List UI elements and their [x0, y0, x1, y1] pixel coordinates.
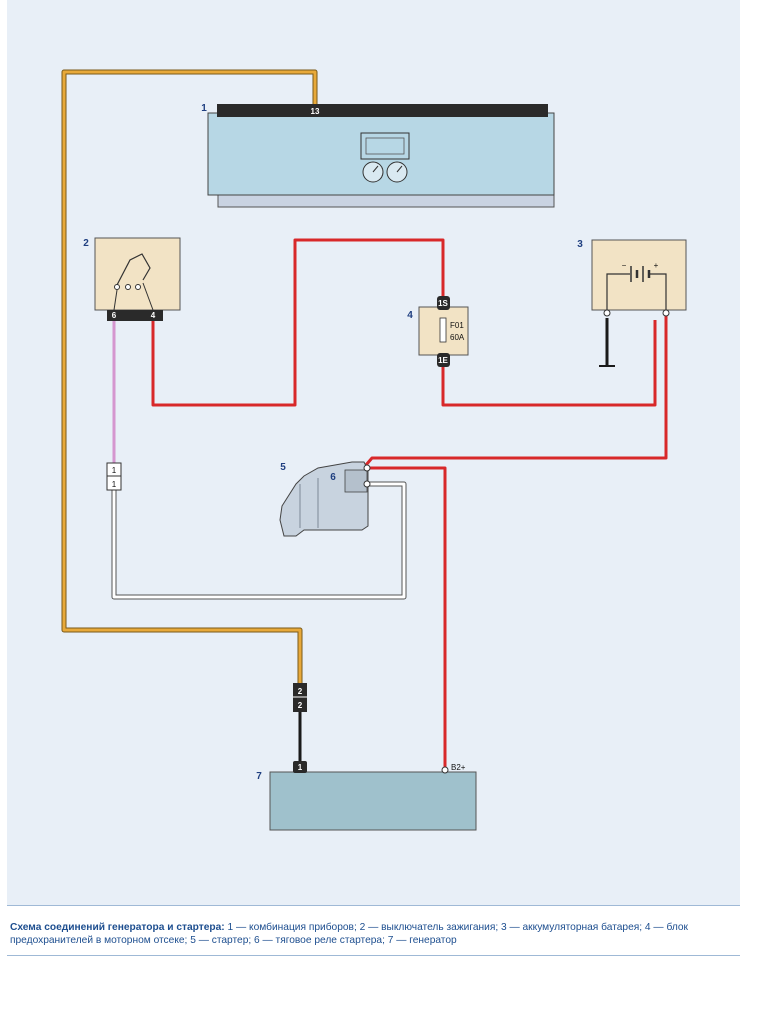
battery-minus: − — [622, 261, 627, 270]
caption-text: 1 — комбинация приборов; 2 — выключатель… — [10, 922, 688, 946]
red-wire-battery-starter — [364, 316, 668, 466]
generator — [269, 761, 477, 831]
connector-1-bottom: 1 — [112, 480, 117, 489]
fuse-name: F01 — [450, 321, 464, 330]
caption-rule-top — [7, 905, 740, 906]
label-4: 4 — [407, 310, 413, 321]
starter — [279, 461, 371, 537]
red-wire-ignition — [151, 238, 445, 407]
fuse-pin-top: 1S — [438, 299, 448, 308]
label-3: 3 — [577, 239, 583, 250]
caption-title: Схема соединений генератора и стартера: — [10, 922, 225, 933]
instrument-cluster — [207, 104, 555, 208]
red-wire-fuse-battery — [441, 320, 657, 407]
red-wire-starter-generator — [370, 466, 447, 767]
ignition-pin-4: 4 — [151, 311, 156, 320]
fuse-pin-bottom: 1E — [438, 356, 448, 365]
caption-rule-bottom — [7, 955, 740, 956]
connector-2-bottom: 2 — [298, 701, 303, 710]
white-wire — [111, 481, 407, 600]
fuse-rating: 60A — [450, 333, 465, 342]
label-5: 5 — [280, 462, 286, 473]
connector-1 — [106, 462, 122, 491]
fuse-block — [418, 296, 469, 367]
battery-plus: + — [654, 261, 659, 270]
connector-1-top: 1 — [112, 466, 117, 475]
label-2: 2 — [83, 238, 89, 249]
connector-2 — [293, 683, 307, 712]
label-6: 6 — [330, 472, 336, 483]
generator-pin-1: 1 — [298, 763, 303, 772]
battery — [591, 239, 687, 317]
connector-2-top: 2 — [298, 687, 303, 696]
ground-symbol — [599, 318, 615, 367]
orange-wire — [61, 69, 318, 683]
cluster-pin-label: 13 — [311, 107, 320, 116]
caption: Схема соединений генератора и стартера: … — [10, 921, 738, 947]
label-7: 7 — [256, 771, 262, 782]
ignition-pin-6: 6 — [112, 311, 117, 320]
ignition-switch — [94, 237, 181, 321]
label-1: 1 — [201, 103, 207, 114]
generator-terminal: B2+ — [451, 763, 466, 772]
